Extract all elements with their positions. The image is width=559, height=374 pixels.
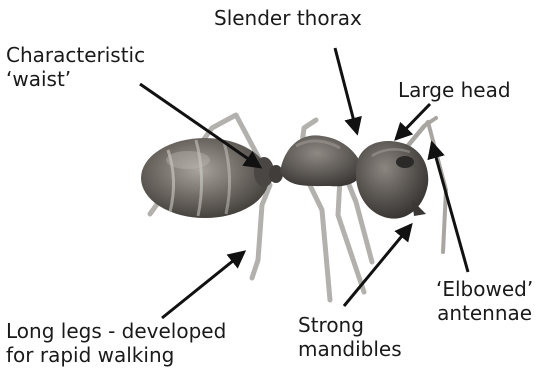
label-characteristic-waist: Characteristic ‘waist’ xyxy=(6,43,145,91)
label-antennae-line1: ‘Elbowed’ xyxy=(436,277,533,301)
label-elbowed-antennae: ‘Elbowed’ antennae xyxy=(436,277,533,325)
label-large-head-text: Large head xyxy=(398,78,511,102)
arrow-head xyxy=(396,104,430,139)
label-slender-thorax-text: Slender thorax xyxy=(214,6,362,30)
ant-abdomen xyxy=(141,138,269,218)
label-legs-line1: Long legs - developed xyxy=(6,319,226,343)
label-antennae-line2: antennae xyxy=(436,301,533,325)
label-mandibles-line1: Strong xyxy=(298,313,402,337)
label-strong-mandibles: Strong mandibles xyxy=(298,313,402,361)
arrow-thorax xyxy=(335,48,357,133)
arrow-antennae xyxy=(432,143,468,272)
label-large-head: Large head xyxy=(398,78,511,102)
label-waist-line2: ‘waist’ xyxy=(6,67,145,91)
ant-waist xyxy=(254,157,283,187)
ant-head xyxy=(356,141,428,219)
label-slender-thorax: Slender thorax xyxy=(214,6,362,30)
ant-thorax xyxy=(280,135,362,186)
label-waist-line1: Characteristic xyxy=(6,43,145,67)
label-legs-line2: for rapid walking xyxy=(6,343,226,367)
arrow-legs xyxy=(162,252,244,318)
label-long-legs: Long legs - developed for rapid walking xyxy=(6,319,226,367)
label-mandibles-line2: mandibles xyxy=(298,337,402,361)
leg-middle-near xyxy=(305,175,330,300)
